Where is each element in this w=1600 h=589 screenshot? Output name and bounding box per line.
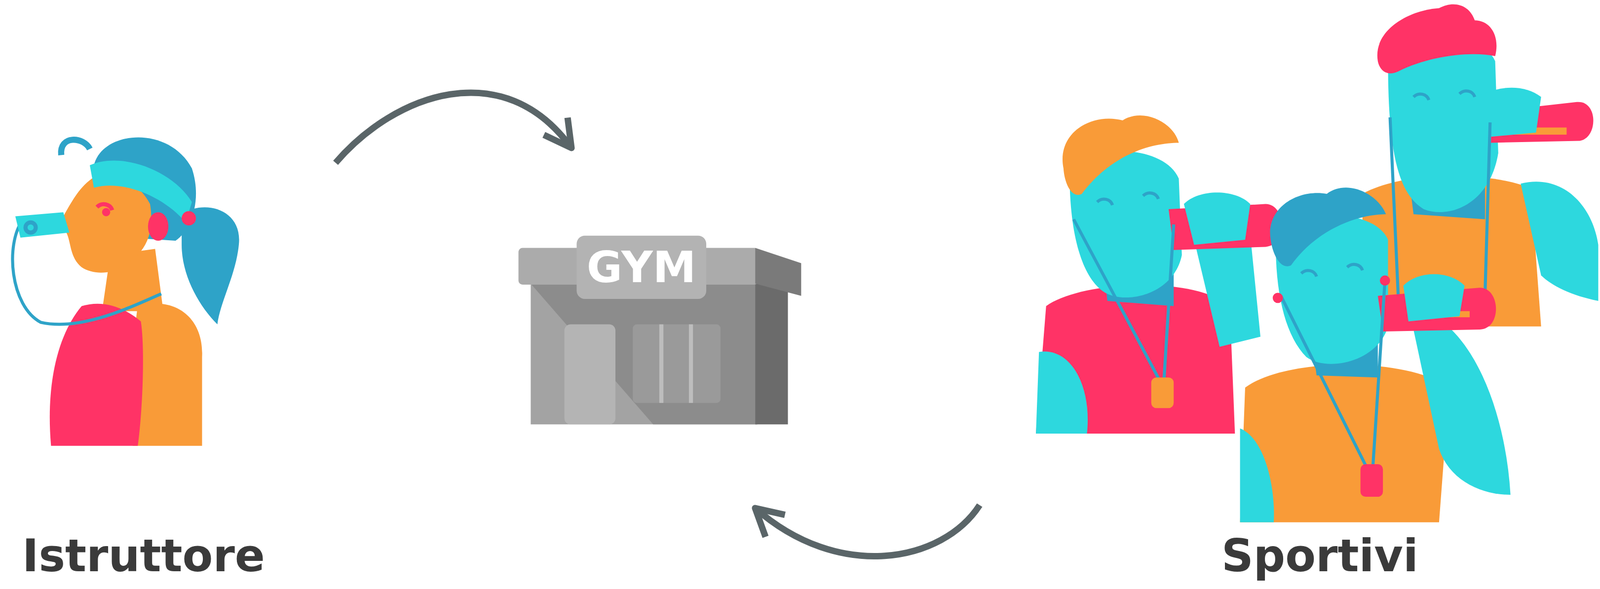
curved-arrow bbox=[755, 505, 980, 557]
sign-text: GYM bbox=[576, 241, 707, 294]
arrow-line bbox=[755, 505, 980, 557]
arrow-head bbox=[755, 508, 785, 537]
node-label: Istruttore bbox=[22, 530, 266, 582]
gym-node: GYM bbox=[518, 148, 807, 509]
athletes-node: Sportivi bbox=[979, 4, 1597, 585]
arrow-line bbox=[335, 92, 572, 163]
curved-arrow bbox=[335, 92, 572, 163]
athletes-figure bbox=[1035, 4, 1599, 523]
gym-building bbox=[518, 235, 802, 425]
instructor-node: Istruttore bbox=[9, 128, 336, 585]
arrow-head bbox=[543, 117, 572, 149]
instructor-figure bbox=[12, 137, 239, 446]
node-label: Sportivi bbox=[1221, 530, 1419, 582]
